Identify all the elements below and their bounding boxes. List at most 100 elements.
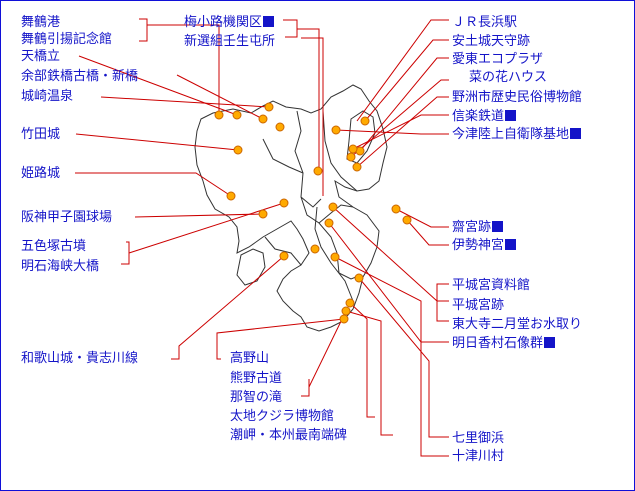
label-jr-nagahama-station[interactable]: ＪＲ長浜駅 bbox=[452, 15, 518, 30]
connector-line bbox=[283, 19, 298, 38]
site-marker[interactable] bbox=[341, 306, 351, 316]
label-todaiji-omizutori[interactable]: 東大寺二月堂お水取り bbox=[452, 317, 583, 332]
connector-line bbox=[121, 241, 130, 265]
connector-line bbox=[345, 310, 393, 436]
label-ise-jingu-text: 伊勢神宮 bbox=[452, 238, 505, 253]
label-saiku-site[interactable]: 齋宮跡 bbox=[452, 220, 504, 235]
blue-square-icon bbox=[505, 110, 517, 121]
site-marker[interactable] bbox=[258, 209, 268, 219]
label-yasu-folk-museum[interactable]: 野洲市歴史民俗博物館 bbox=[452, 90, 583, 105]
label-kinosaki-onsen[interactable]: 城崎温泉 bbox=[21, 89, 74, 104]
connector-line bbox=[359, 57, 449, 152]
connector-line bbox=[352, 114, 449, 150]
site-marker[interactable] bbox=[331, 125, 341, 135]
site-markers bbox=[214, 102, 412, 324]
connector-line bbox=[332, 206, 438, 302]
label-shichiri-mihama[interactable]: 七里御浜 bbox=[452, 431, 505, 446]
label-koshien-stadium[interactable]: 阪神甲子園球場 bbox=[21, 210, 113, 225]
blue-square-icon bbox=[505, 239, 517, 250]
site-marker[interactable] bbox=[233, 145, 243, 155]
site-marker[interactable] bbox=[310, 244, 320, 254]
connector-line bbox=[406, 219, 449, 246]
label-ise-jingu[interactable]: 伊勢神宮 bbox=[452, 238, 517, 253]
blue-square-icon bbox=[492, 221, 504, 232]
connector-line bbox=[301, 379, 310, 397]
connector-line bbox=[171, 255, 285, 360]
prefecture-boundaries bbox=[262, 110, 362, 302]
label-saiku-site-text: 齋宮跡 bbox=[452, 220, 492, 235]
site-marker[interactable] bbox=[352, 162, 362, 172]
label-shionomisaki-monument[interactable]: 潮岬・本州最南端碑 bbox=[230, 428, 348, 443]
site-marker[interactable] bbox=[402, 215, 412, 225]
connector-line bbox=[358, 277, 449, 438]
connector-line bbox=[134, 213, 264, 218]
connector-line bbox=[297, 28, 320, 171]
label-heijo-palace-site[interactable]: 平城宮跡 bbox=[452, 298, 505, 313]
label-takeda-castle[interactable]: 竹田城 bbox=[21, 127, 61, 142]
label-heijo-palace-museum[interactable]: 平城宮資料館 bbox=[452, 278, 531, 293]
label-imazu-sdf-base[interactable]: 今津陸上自衛隊基地 bbox=[452, 127, 582, 142]
site-marker[interactable] bbox=[324, 218, 334, 228]
site-marker[interactable] bbox=[354, 273, 364, 283]
site-marker[interactable] bbox=[264, 102, 274, 112]
site-marker[interactable] bbox=[328, 202, 338, 212]
site-marker[interactable] bbox=[214, 110, 224, 120]
site-marker[interactable] bbox=[279, 251, 289, 261]
site-marker[interactable] bbox=[226, 191, 236, 201]
connector-line bbox=[436, 283, 449, 322]
connector-line bbox=[356, 96, 449, 168]
connector-line bbox=[100, 96, 270, 108]
site-marker[interactable] bbox=[232, 110, 242, 120]
connector-line bbox=[139, 18, 148, 42]
label-akashi-kaikyo-bridge[interactable]: 明石海峡大橋 bbox=[21, 259, 100, 274]
site-marker[interactable] bbox=[348, 144, 358, 154]
site-marker[interactable] bbox=[330, 252, 340, 262]
label-totsukawa-village[interactable]: 十津川村 bbox=[452, 449, 505, 464]
connector-line bbox=[128, 202, 285, 254]
connector-line bbox=[364, 39, 449, 122]
label-kumano-kodo[interactable]: 熊野古道 bbox=[230, 371, 283, 386]
site-marker[interactable] bbox=[279, 198, 289, 208]
connector-line bbox=[350, 79, 449, 158]
site-marker[interactable] bbox=[313, 166, 323, 176]
label-himeji-castle[interactable]: 姫路城 bbox=[21, 166, 61, 181]
connector-line bbox=[334, 256, 449, 457]
label-shinsengumi-mibu-quarters[interactable]: 新選組壬生屯所 bbox=[184, 34, 276, 49]
label-umekoji-roundhouse-text: 梅小路機関区 bbox=[184, 15, 263, 30]
connector-line bbox=[75, 133, 239, 151]
label-shigaraki-railway[interactable]: 信楽鉄道 bbox=[452, 109, 517, 124]
label-maizuru-repatriation-museum[interactable]: 舞鶴引揚記念館 bbox=[21, 32, 113, 47]
label-umekoji-roundhouse[interactable]: 梅小路機関区 bbox=[184, 15, 275, 30]
awaji-island-outline bbox=[236, 248, 266, 286]
connector-line bbox=[75, 172, 232, 197]
label-maizuru-port[interactable]: 舞鶴港 bbox=[21, 15, 61, 30]
label-nachi-falls[interactable]: 那智の滝 bbox=[230, 390, 283, 405]
site-marker[interactable] bbox=[346, 152, 356, 162]
label-asuka-stone-statues[interactable]: 明日香村石像群 bbox=[452, 336, 556, 351]
connector-line bbox=[349, 302, 375, 418]
site-marker[interactable] bbox=[258, 114, 268, 124]
connector-lines bbox=[75, 18, 449, 457]
label-aito-eco-plaza[interactable]: 愛東エコプラザ bbox=[452, 52, 544, 67]
site-marker[interactable] bbox=[345, 298, 355, 308]
label-taiji-whale-museum[interactable]: 太地クジラ博物館 bbox=[230, 409, 335, 424]
label-goshikizuka-kofun[interactable]: 五色塚古墳 bbox=[21, 239, 87, 254]
label-azuchi-castle-tenshu[interactable]: 安土城天守跡 bbox=[452, 34, 531, 49]
connector-line bbox=[301, 37, 324, 196]
label-amarube-bridge[interactable]: 余部鉄橋古橋・新橋 bbox=[21, 69, 139, 84]
site-marker[interactable] bbox=[339, 314, 349, 324]
label-wakayama-castle-kishigawa-line[interactable]: 和歌山城・貴志川線 bbox=[21, 351, 139, 366]
label-asuka-stone-statues-text: 明日香村石像群 bbox=[452, 336, 544, 351]
connector-line bbox=[176, 74, 264, 120]
label-nanohana-house[interactable]: 菜の花ハウス bbox=[469, 70, 548, 85]
site-marker[interactable] bbox=[391, 204, 401, 214]
site-marker[interactable] bbox=[360, 116, 370, 126]
label-koyasan[interactable]: 高野山 bbox=[230, 351, 270, 366]
connector-line bbox=[78, 55, 238, 116]
site-marker[interactable] bbox=[275, 122, 285, 132]
connector-line bbox=[216, 318, 345, 360]
connector-line bbox=[395, 208, 449, 228]
label-amanohashidate[interactable]: 天橋立 bbox=[21, 49, 61, 64]
